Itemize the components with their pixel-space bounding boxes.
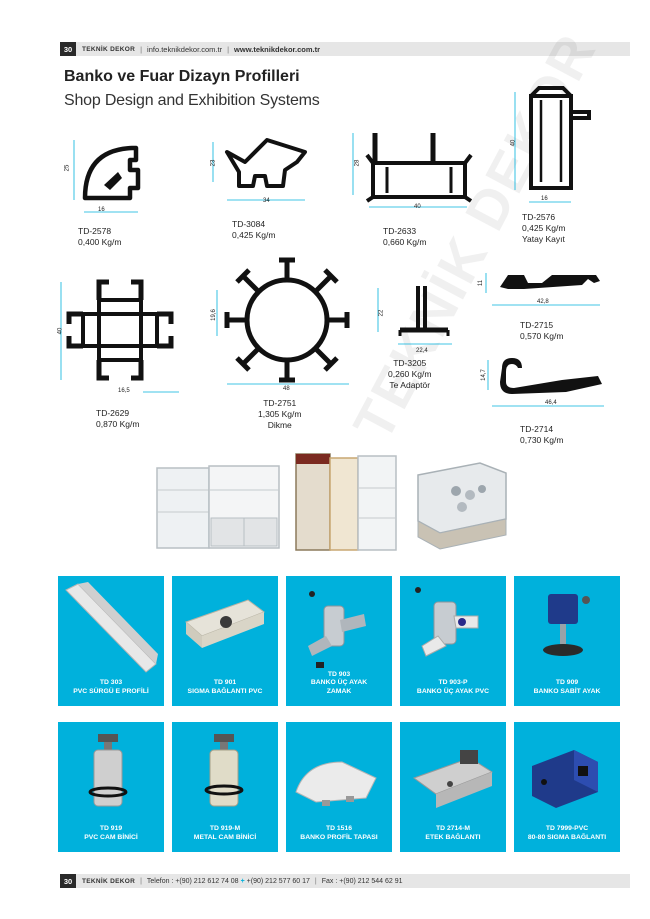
showcase-photo-glass-cabinets (156, 465, 280, 549)
accessory-code: TD 303 (99, 679, 123, 686)
page-subtitle: Shop Design and Exhibition Systems (64, 92, 320, 109)
page-footer: 30 TEKNİK DEKOR | Telefon : +(90) 212 61… (60, 874, 630, 888)
profile-td-2751-label: TD-2751 1,305 Kg/m Dikme (258, 398, 302, 430)
fax-number: Fax : +(90) 212 544 62 91 (321, 877, 403, 885)
accessory-name: PVC CAM BİNİCİ (84, 833, 138, 841)
dim-label: 40 (510, 139, 517, 147)
dim-label: 46,4 (545, 400, 557, 406)
email-link[interactable]: info.teknikdekor.com.tr (147, 44, 223, 54)
accessory-code: TD 2714-M (436, 825, 470, 832)
website-link[interactable]: www.teknikdekor.com.tr (234, 44, 321, 54)
profile-td-2633-drawing (352, 133, 473, 208)
accessory-code: TD 903-P (438, 679, 468, 686)
dim-label: 40 (57, 327, 64, 335)
dim-label: 14,7 (480, 369, 487, 381)
accessory-name: BANKO SABİT AYAK (533, 687, 601, 695)
accessory-code: TD 919 (99, 825, 123, 832)
metal-glass-holder-image (204, 734, 244, 807)
dim-label: 22,4 (416, 348, 428, 354)
profile-td-2576-label: TD-2576 0,425 Kg/m Yatay Kayıt (522, 212, 566, 244)
profile-td-2629-drawing (60, 279, 179, 393)
profile-td-3205-label: TD-3205 0,260 Kg/m Te Adaptör (388, 358, 432, 390)
skirt-connector-image (412, 750, 494, 808)
profile-td-2629-label: TD-2629 0,870 Kg/m (96, 408, 140, 429)
accessory-name: 80-80 SIGMA BAĞLANTI (527, 833, 607, 841)
dim-label: 16 (98, 207, 105, 213)
dim-label: 28 (354, 159, 361, 167)
profile-td-2578-label: TD-2578 0,400 Kg/m (78, 226, 122, 247)
dim-label: 25 (64, 164, 71, 172)
pvc-rail-image (65, 582, 158, 673)
profile-td-2576-drawing (514, 86, 591, 203)
accessory-name: SIGMA BAĞLANTI PVC (187, 687, 263, 695)
profile-td-2751-drawing (216, 257, 350, 385)
pvc-glass-holder-image (88, 734, 128, 807)
phone-number-1[interactable]: +(90) 212 612 74 08 (175, 877, 239, 885)
page-number: 30 (60, 874, 76, 888)
separator: | (227, 44, 230, 54)
profile-td-2578-drawing (73, 140, 141, 213)
accessory-code: TD 909 (555, 679, 579, 686)
sigma-80-connector-image (532, 750, 598, 808)
dim-label: 16 (541, 196, 548, 202)
page-title: Banko ve Fuar Dizayn Profilleri (64, 68, 300, 85)
accessory-code: TD 919-M (209, 825, 241, 832)
three-leg-connector-image (308, 591, 366, 668)
dim-label: 42,8 (537, 299, 549, 305)
accessory-name: PVC SÜRGÜ E PROFİLİ (73, 687, 149, 695)
separator: | (140, 877, 142, 885)
dim-label: 40 (414, 204, 421, 210)
page-number: 30 (60, 42, 76, 56)
accessory-code: TD 7999-PVC (545, 825, 589, 832)
dim-label: 11 (478, 279, 485, 287)
separator: + (240, 877, 245, 885)
separator: | (314, 877, 317, 885)
fixed-foot-image (543, 594, 590, 656)
profile-td-2714-drawing (487, 358, 604, 407)
dim-label: 22 (378, 309, 385, 317)
accessory-code: TD 903 (327, 670, 351, 678)
accessory-name: BANKO PROFİL TAPASI (300, 833, 378, 841)
accessory-code: TD 1516 (325, 825, 353, 832)
profile-td-2715-label: TD-2715 0,570 Kg/m (520, 320, 564, 341)
accessory-code: TD 901 (213, 679, 237, 686)
accessory-name: METAL CAM BİNİCİ (193, 833, 257, 841)
three-leg-pvc-connector-image (415, 587, 479, 657)
profile-td-2715-drawing (485, 273, 600, 306)
dim-label: 48 (283, 386, 290, 392)
dim-label: 34 (263, 198, 270, 204)
sigma-connector-image (185, 599, 266, 648)
separator: | (140, 44, 143, 54)
page-header: 30 TEKNİK DEKOR | info.teknikdekor.com.t… (60, 42, 630, 56)
accessory-name: BANKO ÜÇ AYAK PVC (416, 687, 490, 695)
accessory-name: BANKO ÜÇ AYAK (310, 679, 368, 686)
dim-label: 23 (210, 159, 217, 167)
profile-td-3084-drawing (212, 138, 307, 201)
phone-label: Telefon : (146, 877, 174, 885)
profile-td-2633-label: TD-2633 0,660 Kg/m (383, 226, 427, 247)
showcase-photo-counter (417, 462, 507, 550)
dim-label: 19,6 (210, 309, 217, 321)
phone-number-2[interactable]: +(90) 212 577 60 17 (246, 877, 310, 885)
profile-td-2714-label: TD-2714 0,730 Kg/m (520, 424, 564, 445)
brand-name: TEKNİK DEKOR (82, 877, 136, 885)
profile-cap-image (295, 761, 377, 806)
dim-label: 16,5 (118, 388, 130, 394)
profile-td-3205-drawing (377, 286, 452, 345)
accessory-material: ZAMAK (326, 687, 352, 695)
profile-td-3084-label: TD-3084 0,425 Kg/m (232, 219, 276, 240)
showcase-photo-tall-cabinets (295, 453, 397, 551)
accessory-name: ETEK BAĞLANTI (425, 833, 481, 841)
brand-name: TEKNİK DEKOR (82, 45, 136, 53)
